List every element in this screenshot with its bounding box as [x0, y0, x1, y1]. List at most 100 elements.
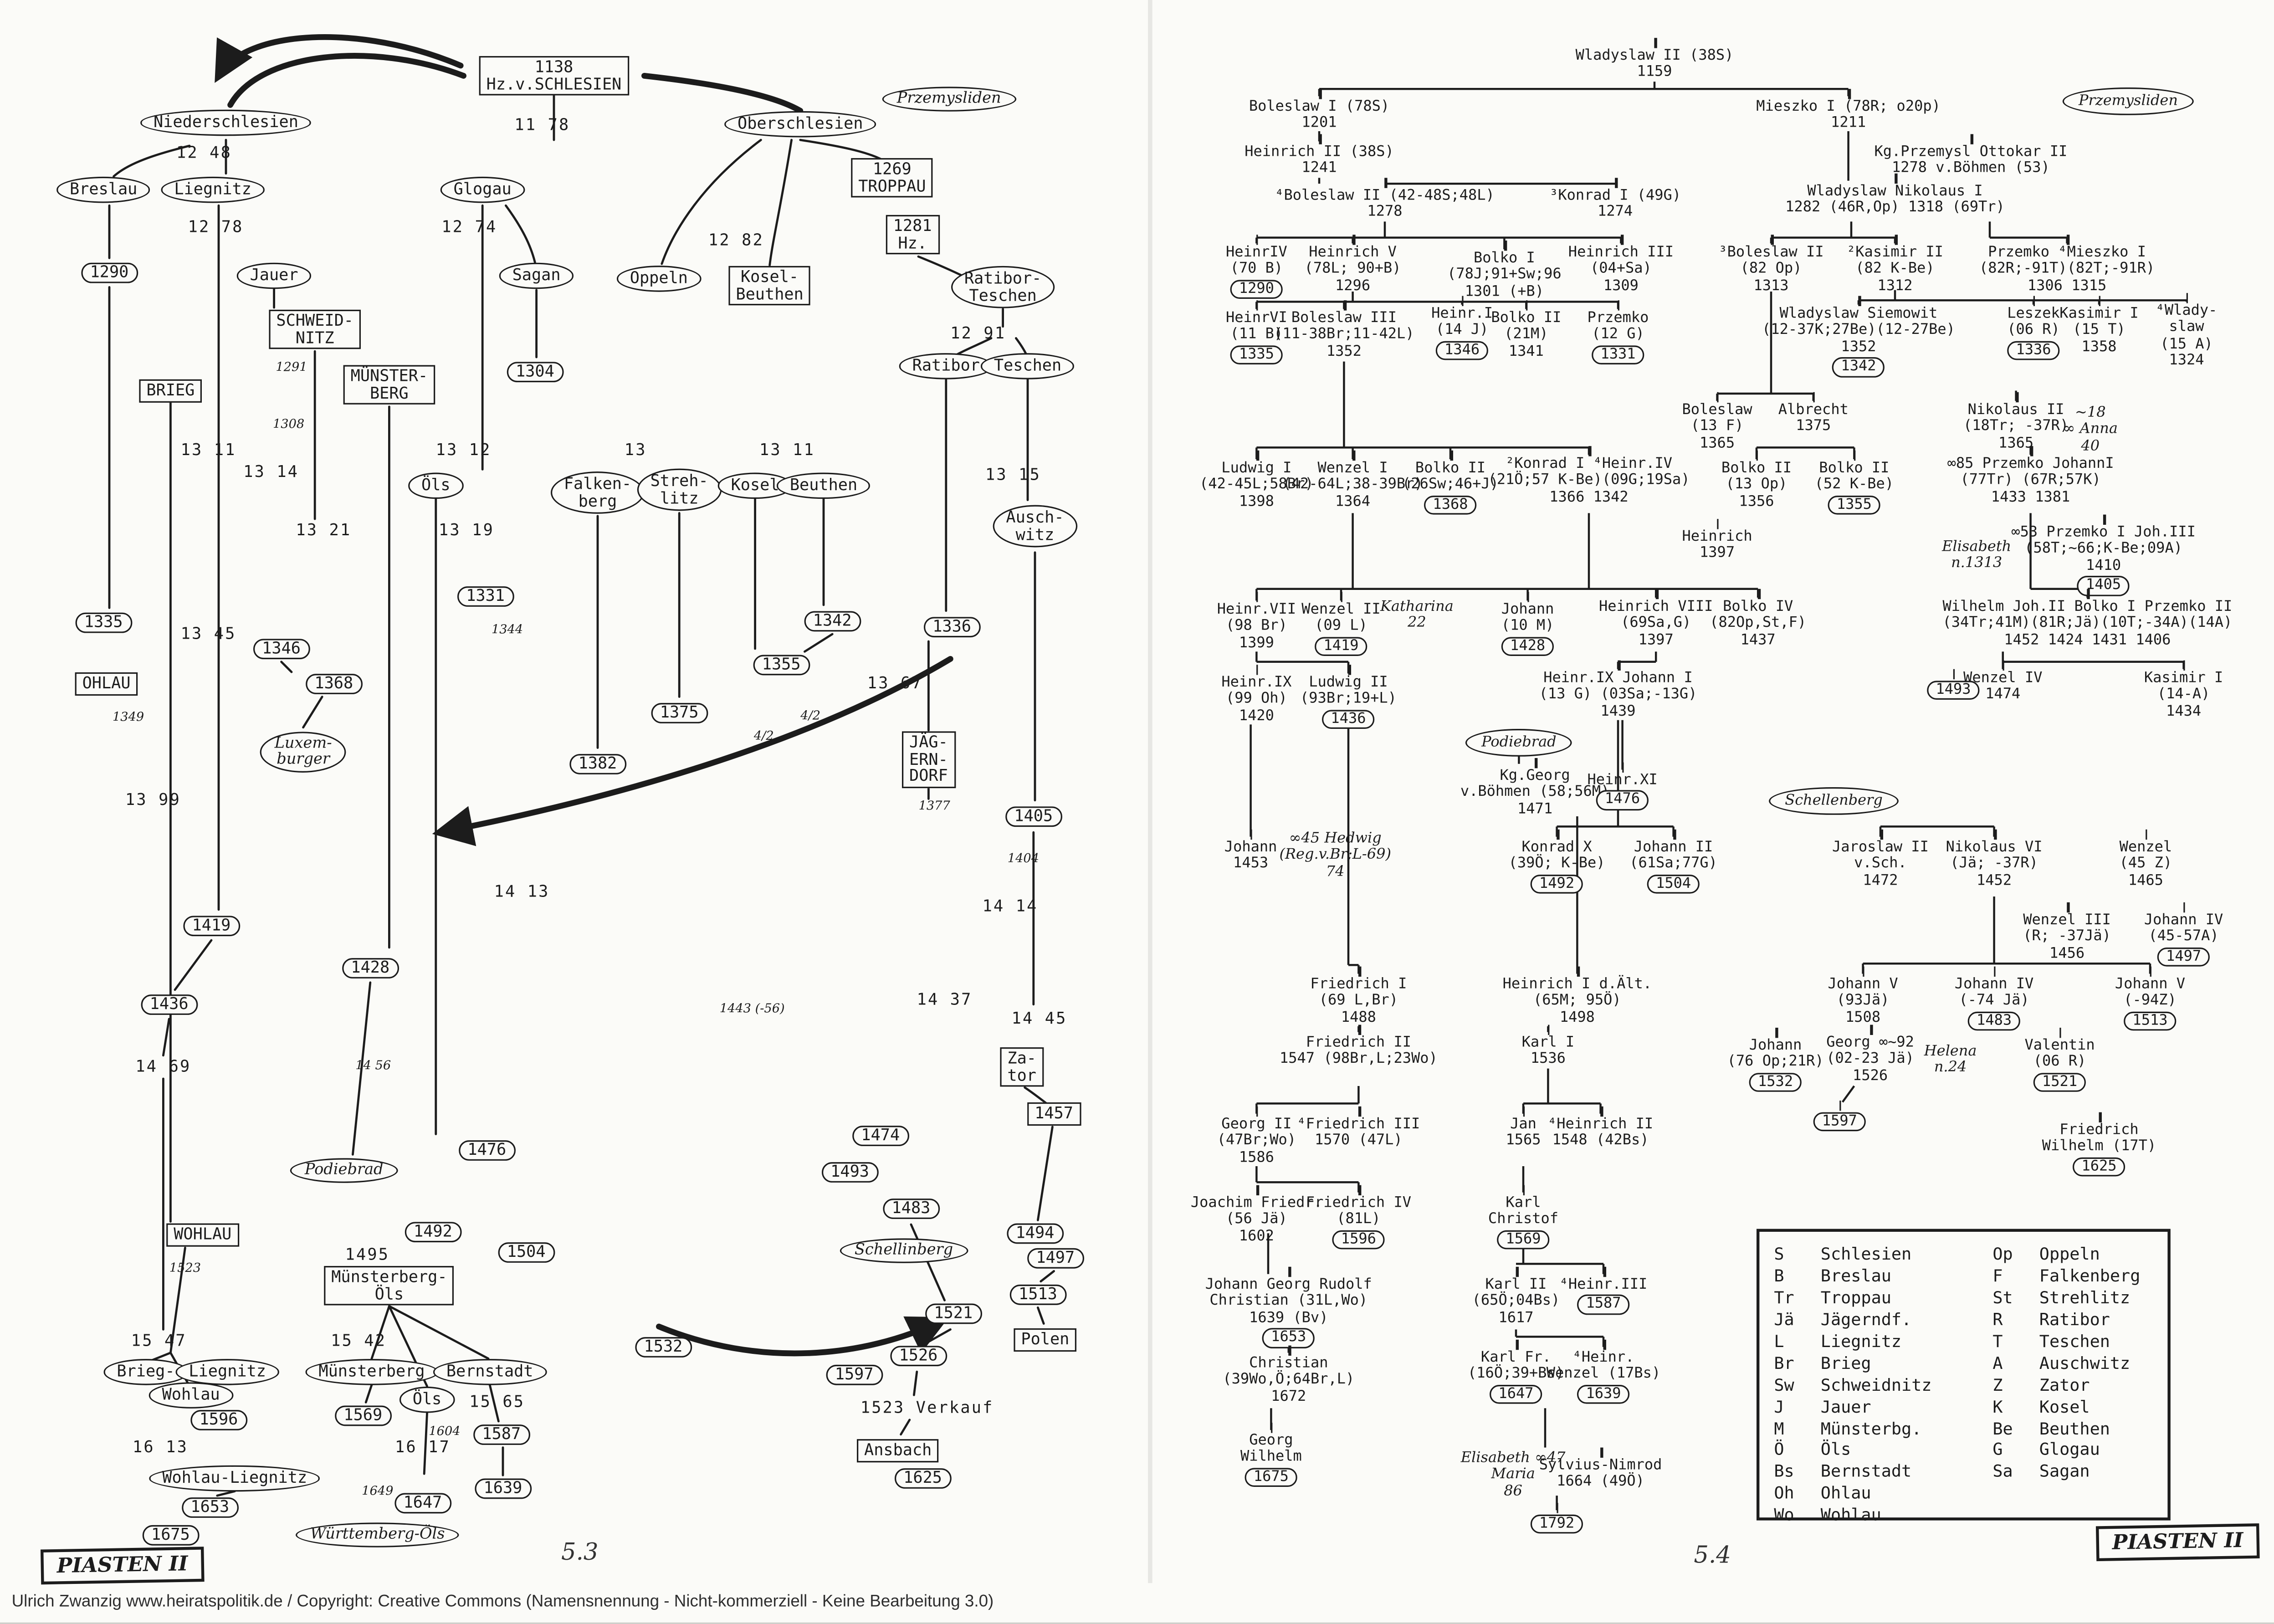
node-kosel: Kosel	[717, 472, 793, 498]
year-1355: 1355	[753, 655, 809, 675]
text-line: 1341	[1508, 343, 1544, 360]
legend-abbr: Br	[1774, 1352, 1794, 1373]
text-line: Johann IV	[1954, 977, 2034, 993]
node-12-91: 12 91	[950, 324, 1006, 343]
person-y1597: 1597	[1813, 1100, 1866, 1132]
node-luxem-burger: Luxem- burger	[260, 732, 347, 773]
text-line: 1201	[1301, 116, 1337, 132]
node-brieg: Brieg-	[103, 1359, 188, 1385]
year-1647: 1647	[394, 1493, 451, 1513]
year-1342: 1342	[804, 611, 860, 631]
node-wohlau: Wohlau	[149, 1382, 233, 1408]
text-line: (69Sa,G)	[1621, 615, 1691, 632]
text-line: 1508	[1845, 1009, 1881, 1026]
text-line: (52 K-Be)	[1814, 477, 1894, 493]
text-line: Wenzel III	[2023, 912, 2111, 929]
legend-term: Teschen	[2039, 1330, 2110, 1351]
node-sagan: Sagan	[499, 262, 574, 288]
node-16-17: 16 17	[395, 1437, 451, 1457]
year-1653: 1653	[1262, 1328, 1315, 1348]
person-heinr-ix-johann-i: Heinr.IX Johann I(13 G) (03Sa;-13G)1439	[1539, 660, 1697, 720]
node-1308: 1308	[272, 417, 305, 432]
node-breslau: Breslau	[56, 176, 151, 203]
text-line: (58T;~66;K-Be;09A)	[2024, 541, 2182, 558]
text-line: (14-A)	[2157, 687, 2210, 703]
text-line: HeinrIV	[1225, 245, 1287, 261]
year-1587: 1587	[1577, 1295, 1630, 1315]
text-line: (Jä; -37R)	[1950, 856, 2038, 872]
text-line: Johann IV	[2144, 912, 2223, 929]
person-johann: Johann(76 Op;21R)1532	[1727, 1027, 1824, 1092]
text-line: 1356	[1739, 494, 1774, 510]
text-line: (82 Op)	[1740, 261, 1802, 278]
year-1436: 1436	[141, 994, 197, 1014]
year-1368: 1368	[1424, 495, 1477, 515]
text-line: Nikolaus VI	[1946, 840, 2043, 856]
node-13-21: 13 21	[296, 521, 352, 540]
person-wladyslaw-siemowit: Wladyslaw Siemowit(12-37K;27Be)(12-27Be)…	[1762, 296, 1955, 377]
year-1476: 1476	[1596, 790, 1649, 810]
legend-term: Öls	[1820, 1439, 1851, 1460]
year-1625: 1625	[2073, 1157, 2125, 1177]
node-kosel-beuthen: Kosel- Beuthen	[728, 266, 811, 306]
text-line: (34Tr;41M)(81R;Jä)(10T;-34A)(14A)	[1942, 615, 2233, 632]
year-1639: 1639	[1577, 1384, 1630, 1404]
text-line: Przemysliden	[2062, 87, 2194, 116]
year-1346: 1346	[1435, 341, 1489, 360]
page-number-54: 5.4	[1694, 1541, 1731, 1569]
node-15-47: 15 47	[131, 1331, 187, 1350]
year-1492: 1492	[1530, 874, 1583, 894]
text-line: Johann	[1749, 1038, 1802, 1054]
text-line: slaw	[2169, 320, 2204, 336]
text-line: (93Br;19+L)	[1300, 692, 1397, 708]
node-4-2: 4/2	[800, 709, 821, 724]
text-line: 1452 1424 1431 1406	[2004, 632, 2171, 649]
text-line: (61Sa;77G)	[1629, 856, 1717, 872]
person-georg-92: Georg ∞~92(02-23 Jä)1526	[1826, 1025, 1914, 1085]
node-11-78: 11 78	[514, 115, 570, 135]
text-line: Johann V	[1828, 977, 1898, 993]
person-johann-iv: Johann IV(-74 Jä)1483	[1954, 966, 2034, 1031]
person-boleslaw-iii: Boleslaw III(11-38Br;11-42L)1352	[1274, 300, 1414, 360]
legend-abbr: F	[1992, 1265, 2003, 1286]
text-line: 1211	[1831, 116, 1866, 132]
text-line: 1570 (47L)	[1315, 1133, 1403, 1149]
text-line: 1324	[2169, 353, 2204, 369]
text-line: 1526	[1853, 1068, 1888, 1085]
legend-term: Kosel	[2039, 1396, 2090, 1416]
person-nikolaus-ii: Nikolaus II(18Tr; -37R)1365	[1963, 392, 2069, 452]
text-line: (99 Oh)	[1225, 692, 1287, 708]
legend-abbr: Z	[1992, 1374, 2003, 1395]
text-line: Georg II	[1221, 1117, 1292, 1133]
legend-term: Liegnitz	[1820, 1330, 1902, 1351]
legend-abbr: S	[1774, 1243, 1784, 1264]
text-line: ⁴Heinrich II	[1548, 1117, 1654, 1133]
person-heinrich-ii-38s: Heinrich II (38S)1241	[1245, 134, 1394, 178]
text-line: ∞53 Przemko I Joh.III	[2011, 525, 2196, 541]
node-1457: 1457	[1027, 1102, 1081, 1125]
node-12-74: 12 74	[441, 217, 497, 237]
text-line: 1602	[1239, 1228, 1274, 1245]
text-line: 1366 1342	[1549, 489, 1629, 506]
text-line: (82R;-91T)(82T;-91R)	[1979, 261, 2155, 278]
text-line: Valentin	[2024, 1038, 2095, 1054]
year-1675: 1675	[142, 1525, 199, 1545]
text-line: 1365	[1700, 435, 1735, 452]
text-line: (10 M)	[1501, 619, 1554, 635]
node-13-12: 13 12	[435, 441, 492, 460]
node-13-11: 13 11	[180, 441, 236, 460]
node-glogau: Glogau	[440, 176, 525, 203]
text-line: 40	[2081, 438, 2100, 455]
node-ratibor-teschen: Ratibor- Teschen	[951, 266, 1055, 308]
text-line: Podiebrad	[1465, 729, 1572, 758]
node-15-42: 15 42	[331, 1331, 387, 1350]
text-line: n.24	[1934, 1060, 1967, 1076]
legend-term: Schlesien	[1820, 1243, 1912, 1264]
year-1331: 1331	[457, 586, 514, 606]
text-line: 1241	[1301, 161, 1337, 177]
